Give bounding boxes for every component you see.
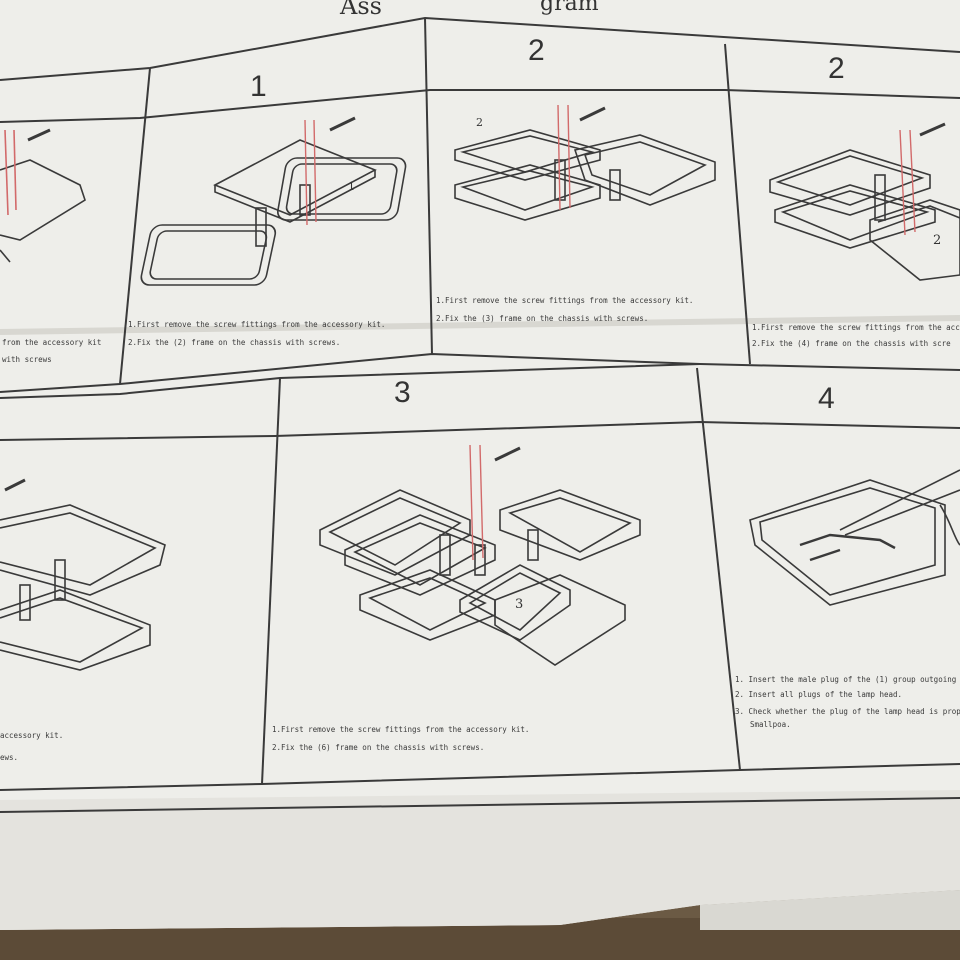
panel-2-caption-2: 2.Fix the (3) frame on the chassis with … [436,314,648,323]
panel-2-caption-1: 1.First remove the screw fittings from t… [436,296,693,305]
step-number-3: 3 [394,376,411,409]
panel-1-caption-2: 2.Fix the (2) frame on the chassis with … [128,338,340,347]
panel-0-caption-2: with screws [2,355,52,364]
panel-1-caption-1: 1.First remove the screw fittings from t… [128,320,385,329]
panel-3-caption-1: 1.First remove the screw fittings from t… [752,323,960,332]
panel-5-caption-2: 2.Fix the (6) frame on the chassis with … [272,743,484,752]
panel-5-caption-1: 1.First remove the screw fittings from t… [272,725,529,734]
step-number-2b: 2 [828,52,845,85]
part-label-1: 1 [348,180,355,193]
panel-3-caption-2: 2.Fix the (4) frame on the chassis with … [752,339,951,348]
step-number-2a: 2 [528,34,545,67]
panel-6-caption-1: 1. Insert the male plug of the (1) group… [735,675,960,684]
part-label-3: 3 [515,597,523,612]
panel-5-drawing [319,446,641,666]
panel-6-caption-4: Smallpoa. [750,720,791,729]
panel-6-caption-3: 3. Check whether the plug of the lamp he… [735,707,960,716]
step-number-4: 4 [818,382,835,415]
part-label-2a: 2 [476,116,483,129]
title-fragment-right: gram [540,0,599,16]
panel-2-drawing [454,106,716,221]
panel-6-caption-2: 2. Insert all plugs of the lamp head. [735,690,902,699]
panel-0-drawing [0,128,86,263]
title-fragment-left: Ass [339,0,382,20]
panel-1-drawing [140,116,407,286]
panel-4-caption-1: accessory kit. [0,731,63,740]
panel-0-caption-1: from the accessory kit [2,338,101,347]
panel-4-caption-2: ews. [0,753,18,762]
step-number-1: 1 [250,70,267,103]
panel-6-drawing [749,469,960,606]
part-label-2b: 2 [933,233,941,248]
grid-lines [0,16,960,813]
panel-4-drawing [0,478,166,671]
panel-3-drawing [769,122,960,281]
